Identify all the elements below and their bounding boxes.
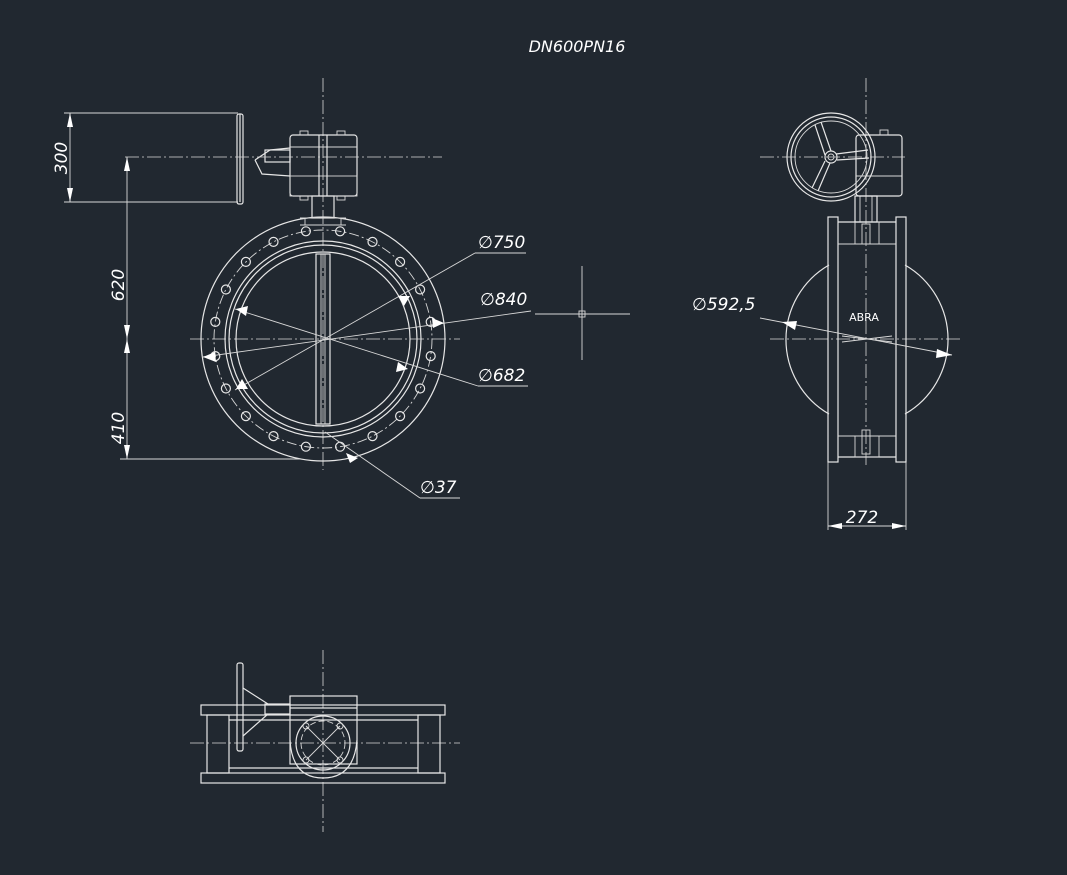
side-gearbox xyxy=(855,134,903,197)
dim-840-label: ∅840 xyxy=(480,290,527,310)
bolt-hole xyxy=(367,431,378,442)
bolt-hole xyxy=(300,441,311,452)
bolt-hole xyxy=(367,236,378,247)
brand-label: ABRA xyxy=(849,311,879,324)
side-view: ∅592,5 ABRA 272 xyxy=(692,78,962,530)
diameter-icon: ∅ xyxy=(420,478,435,498)
bolt-hole xyxy=(240,256,251,267)
top-flange-lower xyxy=(200,772,446,784)
bolt-hole xyxy=(240,411,251,422)
front-view: 300 620 410 ∅750 ∅840 ∅682 xyxy=(52,78,532,499)
disc-arc-right xyxy=(904,264,949,415)
flange-outer-circle xyxy=(200,216,446,462)
top-view xyxy=(190,650,460,832)
dim-620-label: 620 xyxy=(109,269,129,301)
dim-682-label: ∅682 xyxy=(478,366,525,386)
leader-37 xyxy=(324,431,421,499)
dim-410-label: 410 xyxy=(109,412,129,444)
bolt-hole xyxy=(425,351,436,362)
side-flange-left xyxy=(827,216,839,463)
dim-272-label: 272 xyxy=(846,508,878,528)
bolt-circle xyxy=(213,229,433,449)
dim-300-label: 300 xyxy=(52,142,72,174)
top-flange-upper xyxy=(200,704,446,716)
diameter-icon: ∅ xyxy=(478,366,493,386)
leader-750 xyxy=(234,252,476,391)
top-gearbox xyxy=(289,695,358,765)
bolt-hole xyxy=(395,256,406,267)
gearbox-body xyxy=(289,134,358,197)
seal-circle-outer xyxy=(224,240,422,438)
bolt-hole xyxy=(335,226,346,237)
dim-750-label: ∅750 xyxy=(478,233,525,253)
leader-840 xyxy=(202,310,532,358)
bolt-hole xyxy=(268,236,279,247)
bolt-hole xyxy=(300,226,311,237)
dim-592-label: ∅592,5 xyxy=(692,295,755,315)
bolt-hole xyxy=(220,383,231,394)
dim-37-label: ∅37 xyxy=(420,478,457,498)
bolt-hole xyxy=(220,284,231,295)
bore-circle xyxy=(235,251,411,427)
side-flange-right xyxy=(895,216,907,463)
diameter-icon: ∅ xyxy=(478,233,493,253)
bolt-hole xyxy=(395,411,406,422)
bolt-hole xyxy=(415,284,426,295)
center-mark xyxy=(535,266,630,360)
diameter-icon: ∅ xyxy=(692,295,707,315)
top-handwheel xyxy=(236,662,244,752)
bolt-hole xyxy=(268,431,279,442)
input-shaft xyxy=(264,149,291,163)
bolt-hole xyxy=(415,383,426,394)
drawing-title: DN600PN16 xyxy=(529,37,626,56)
disc-arc-left xyxy=(785,264,830,415)
seal-circle-inner xyxy=(228,244,418,434)
bolt-hole xyxy=(210,316,221,327)
bolt-holes xyxy=(210,226,436,452)
diameter-icon: ∅ xyxy=(480,290,495,310)
leader-682 xyxy=(234,308,479,387)
